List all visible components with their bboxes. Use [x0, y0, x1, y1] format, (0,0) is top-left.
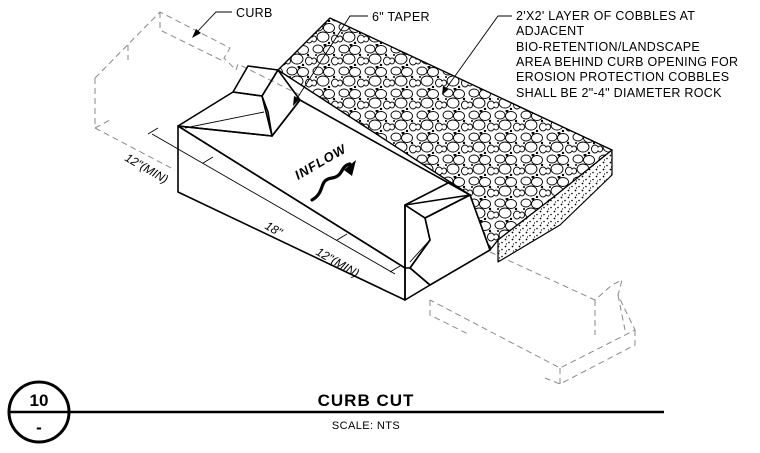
dimension-line: [147, 127, 401, 275]
cobble-note-line: 2'X2' LAYER OF COBBLES AT: [516, 9, 695, 23]
cobble-note: 2'X2' LAYER OF COBBLES AT ADJACENT BIO-R…: [516, 9, 738, 100]
dimension-left-min: 12"(MIN): [123, 150, 171, 186]
detail-number: 10: [30, 391, 49, 410]
inflow-arrow: [310, 160, 356, 202]
title-block: 10 - CURB CUT SCALE: NTS: [7, 380, 664, 444]
sheet-reference: -: [36, 418, 42, 437]
curb-leader: [192, 11, 232, 38]
detail-scale: SCALE: NTS: [332, 420, 400, 432]
cobble-note-line: BIO-RETENTION/LANDSCAPE: [516, 40, 700, 54]
cobble-note-leader: [442, 15, 512, 95]
cobble-note-line: SHALL BE 2"-4" DIAMETER ROCK: [516, 86, 722, 100]
curb-cut-body: [177, 65, 491, 301]
curb-callout: CURB: [236, 6, 273, 20]
taper-leader: [293, 15, 368, 106]
dimension-center: 18": [263, 218, 286, 239]
curb-upper-left-hidden-outline: [94, 11, 301, 171]
inflow-label: INFLOW: [292, 141, 350, 183]
detail-title: CURB CUT: [318, 391, 415, 410]
taper-callout: 6" TAPER: [372, 10, 430, 24]
cobble-note-line: ADJACENT: [516, 24, 584, 38]
curb-lower-right-hidden-outline: [429, 251, 636, 385]
cobble-note-line: EROSION PROTECTION COBBLES: [516, 70, 729, 84]
cobble-note-line: AREA BEHIND CURB OPENING FOR: [516, 55, 738, 69]
dimension-right-min: 12"(MIN): [314, 244, 362, 280]
